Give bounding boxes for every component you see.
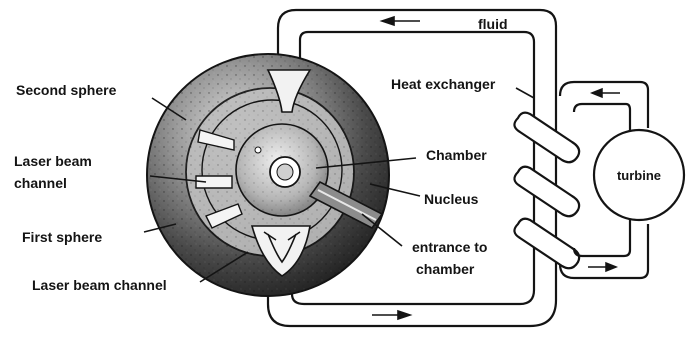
laser-beam-channel-left-label-2: channel [14, 175, 67, 191]
flow-arrow-top [382, 17, 420, 25]
heat-exchanger-coils [514, 113, 579, 269]
flow-arrow-bottom [372, 311, 410, 319]
turbine-arrow-top [592, 89, 620, 97]
laser-beam-channel-left-label-1: Laser beam [14, 153, 92, 169]
fluid-label: fluid [478, 16, 508, 32]
turbine-label: turbine [617, 168, 661, 183]
entrance-label-1: entrance to [412, 239, 487, 255]
entrance-label-2: chamber [416, 261, 475, 277]
reactor-sphere [147, 54, 389, 296]
laser-beam-channel-bottom-label: Laser beam channel [32, 277, 167, 293]
second-sphere-label: Second sphere [16, 82, 117, 98]
heat-exchanger-label: Heat exchanger [391, 76, 496, 92]
leader-heat-exchanger [516, 88, 534, 98]
chamber-label: Chamber [426, 147, 487, 163]
first-sphere-label: First sphere [22, 229, 102, 245]
turbine-arrow-bottom [588, 263, 616, 271]
nucleus-label: Nucleus [424, 191, 479, 207]
